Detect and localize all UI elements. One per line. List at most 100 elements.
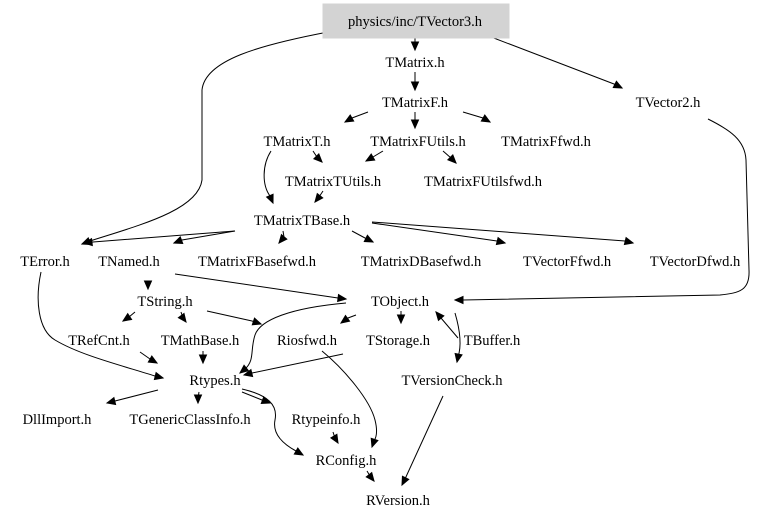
node-label[interactable]: RVersion.h bbox=[366, 493, 430, 509]
edge-TNamed-to-TString bbox=[143, 280, 153, 291]
arrowhead-icon bbox=[121, 312, 133, 322]
edge-Rtypes-to-Rtypeinfo bbox=[241, 391, 272, 405]
node-TMatrixF[interactable]: TMatrixF.h bbox=[382, 95, 449, 111]
edge-TMatrixF-to-TMatrixT bbox=[343, 111, 369, 123]
arrowhead-icon bbox=[396, 314, 406, 325]
node-label[interactable]: Rtypes.h bbox=[189, 373, 241, 389]
node-TMathBase[interactable]: TMathBase.h bbox=[161, 333, 240, 349]
node-label[interactable]: TMatrixT.h bbox=[264, 134, 332, 150]
node-label[interactable]: TMatrixFUtils.h bbox=[370, 134, 466, 150]
node-TVectorDfwd[interactable]: TVectorDfwd.h bbox=[650, 254, 741, 270]
node-label[interactable]: TString.h bbox=[137, 294, 193, 310]
node-TBuffer[interactable]: TBuffer.h bbox=[464, 333, 521, 349]
node-TStorage[interactable]: TStorage.h bbox=[366, 333, 431, 349]
edge-Rtypes-to-TGenericClassInfo bbox=[193, 391, 203, 405]
edge-TMatrixFUtils-to-TMatrixTUtils bbox=[364, 150, 384, 162]
edge-TError-to-Rtypes bbox=[37, 271, 165, 381]
edge-Rtypes-to-RConfig bbox=[241, 388, 305, 456]
edge-TMatrix-to-TMatrixF bbox=[410, 72, 420, 92]
edge-line bbox=[371, 221, 634, 244]
node-label[interactable]: TStorage.h bbox=[366, 333, 431, 349]
node-RVersion[interactable]: RVersion.h bbox=[366, 493, 430, 509]
node-TMatrixT[interactable]: TMatrixT.h bbox=[264, 134, 332, 150]
node-label[interactable]: TMatrixFUtilsfwd.h bbox=[424, 174, 543, 190]
node-label[interactable]: TVectorFfwd.h bbox=[523, 254, 612, 270]
node-label[interactable]: RConfig.h bbox=[316, 453, 378, 469]
node-TVector3[interactable]: physics/inc/TVector3.h bbox=[322, 3, 510, 39]
node-label[interactable]: TRefCnt.h bbox=[68, 333, 130, 349]
edge-TString-to-Riosfwd bbox=[206, 310, 263, 326]
node-TMatrixFUtils[interactable]: TMatrixFUtils.h bbox=[370, 134, 466, 150]
node-label[interactable]: TVersionCheck.h bbox=[401, 373, 503, 389]
node-label[interactable]: Riosfwd.h bbox=[277, 333, 338, 349]
edge-line bbox=[37, 271, 164, 379]
arrowhead-icon bbox=[82, 237, 93, 247]
node-label[interactable]: TMatrixFfwd.h bbox=[501, 134, 592, 150]
arrowhead-icon bbox=[337, 293, 348, 303]
node-Riosfwd[interactable]: Riosfwd.h bbox=[277, 333, 338, 349]
node-label[interactable]: TMatrixFBasefwd.h bbox=[198, 254, 317, 270]
edge-TMatrixTBase-to-TNamed bbox=[172, 230, 236, 245]
arrowhead-icon bbox=[495, 236, 507, 246]
node-TObject[interactable]: TObject.h bbox=[371, 294, 430, 310]
node-TMatrixFfwd[interactable]: TMatrixFfwd.h bbox=[501, 134, 592, 150]
edge-line bbox=[174, 273, 347, 300]
node-TNamed[interactable]: TNamed.h bbox=[98, 254, 160, 270]
node-TMatrixTUtils[interactable]: TMatrixTUtils.h bbox=[285, 174, 382, 190]
node-label[interactable]: TNamed.h bbox=[98, 254, 160, 270]
arrowhead-icon bbox=[612, 80, 624, 89]
node-TRefCnt[interactable]: TRefCnt.h bbox=[68, 333, 130, 349]
arrowhead-icon bbox=[339, 314, 351, 324]
arrowhead-icon bbox=[370, 437, 379, 449]
node-TError[interactable]: TError.h bbox=[20, 254, 70, 270]
arrowhead-icon bbox=[480, 114, 492, 123]
edges-layer bbox=[37, 31, 750, 487]
node-TMatrixFBasefwd[interactable]: TMatrixFBasefwd.h bbox=[198, 254, 317, 270]
node-TMatrix[interactable]: TMatrix.h bbox=[385, 55, 445, 71]
node-label[interactable]: TBuffer.h bbox=[464, 333, 521, 349]
arrowhead-icon bbox=[278, 233, 288, 244]
arrowhead-icon bbox=[410, 81, 420, 92]
node-label[interactable]: TMatrixTUtils.h bbox=[285, 174, 382, 190]
node-DllImport[interactable]: DllImport.h bbox=[23, 412, 93, 428]
node-TMatrixFUtilsfwd[interactable]: TMatrixFUtilsfwd.h bbox=[424, 174, 543, 190]
node-label[interactable]: physics/inc/TVector3.h bbox=[348, 14, 483, 30]
edge-line bbox=[239, 302, 347, 374]
node-TGenericClassInfo[interactable]: TGenericClassInfo.h bbox=[129, 412, 251, 428]
arrowhead-icon bbox=[251, 317, 263, 326]
node-label[interactable]: TMatrix.h bbox=[385, 55, 445, 71]
arrowhead-icon bbox=[143, 280, 153, 291]
node-label[interactable]: TVector2.h bbox=[636, 95, 702, 111]
node-label[interactable]: Rtypeinfo.h bbox=[292, 412, 362, 428]
node-TVector2[interactable]: TVector2.h bbox=[636, 95, 702, 111]
node-label[interactable]: TVectorDfwd.h bbox=[650, 254, 741, 270]
node-TVectorFfwd[interactable]: TVectorFfwd.h bbox=[523, 254, 612, 270]
node-label[interactable]: TMatrixTBase.h bbox=[254, 213, 351, 229]
node-label[interactable]: TMatrixDBasefwd.h bbox=[361, 254, 482, 270]
node-label[interactable]: TMathBase.h bbox=[161, 333, 240, 349]
node-TMatrixTBase[interactable]: TMatrixTBase.h bbox=[254, 213, 351, 229]
edge-TObject-to-Riosfwd bbox=[339, 314, 357, 324]
node-label[interactable]: DllImport.h bbox=[23, 412, 93, 428]
node-label[interactable]: TError.h bbox=[20, 254, 70, 270]
edge-TMathBase-to-Rtypes bbox=[198, 351, 208, 365]
edge-TMatrixTBase-to-TError bbox=[82, 230, 236, 247]
nodes-layer: physics/inc/TVector3.hTMatrix.hTVector2.… bbox=[20, 3, 741, 509]
node-TMatrixDBasefwd[interactable]: TMatrixDBasefwd.h bbox=[361, 254, 482, 270]
edge-TRefCnt-to-Rtypes bbox=[139, 351, 159, 364]
arrowhead-icon bbox=[193, 394, 203, 405]
node-RConfig[interactable]: RConfig.h bbox=[316, 453, 378, 469]
edge-line bbox=[241, 388, 304, 456]
arrowhead-icon bbox=[260, 396, 272, 405]
node-label[interactable]: TGenericClassInfo.h bbox=[129, 412, 251, 428]
node-label[interactable]: TMatrixF.h bbox=[382, 95, 449, 111]
edge-TVector2-to-TObject bbox=[453, 118, 750, 305]
edge-TNamed-to-TObject bbox=[174, 273, 348, 303]
node-TVersionCheck[interactable]: TVersionCheck.h bbox=[401, 373, 503, 389]
edge-TString-to-TMathBase bbox=[177, 311, 187, 323]
node-Rtypeinfo[interactable]: Rtypeinfo.h bbox=[292, 412, 362, 428]
node-TString[interactable]: TString.h bbox=[137, 294, 193, 310]
node-Rtypes[interactable]: Rtypes.h bbox=[189, 373, 241, 389]
node-label[interactable]: TObject.h bbox=[371, 294, 430, 310]
